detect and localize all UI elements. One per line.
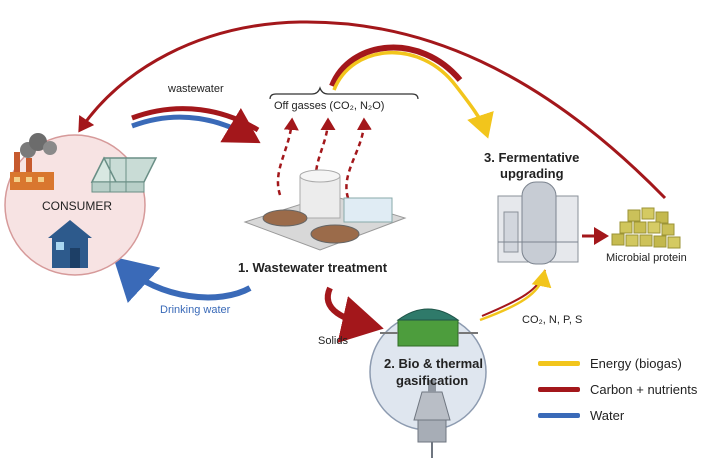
- recycle-arc-arrow: [78, 20, 667, 200]
- treatment-plant-icon: [243, 169, 407, 251]
- legend-swatch-energy: [538, 360, 580, 366]
- consumer-label: CONSUMER: [42, 199, 113, 213]
- wastewater-arrow-water: [131, 107, 261, 144]
- legend-swatch-carbon: [538, 386, 580, 392]
- solids-arrow: [324, 286, 384, 343]
- factory-icon: [10, 133, 57, 190]
- gasification-title-line1: 2. Bio & thermal: [384, 356, 483, 371]
- wastewater-label: wastewater: [168, 83, 224, 95]
- greenhouse-icon: [90, 156, 158, 193]
- energy-arrow-top-red: [329, 44, 463, 88]
- legend: Energy (biogas) Carbon + nutrients Water: [538, 350, 697, 428]
- drinking-water-arrow: [113, 256, 252, 303]
- legend-label-water: Water: [590, 407, 625, 423]
- gasification-title-line2: gasification: [396, 373, 469, 388]
- energy-arrow-top: [332, 51, 494, 139]
- co2-nps-label: CO₂, N, P, S: [522, 314, 583, 326]
- gasifier-icon: [413, 380, 451, 458]
- off-gas-arrow-3: [345, 117, 372, 199]
- wastewater-treatment-title: 1. Wastewater treatment: [238, 260, 388, 275]
- off-gas-arrow-1: [276, 117, 299, 196]
- off-gasses-label: Off gasses (CO₂, N₂O): [274, 100, 385, 112]
- legend-label-energy: Energy (biogas): [590, 355, 682, 371]
- house-icon: [48, 220, 92, 268]
- legend-item-water: Water: [538, 402, 697, 428]
- legend-label-carbon: Carbon + nutrients: [590, 381, 698, 397]
- protein-pile-icon: [611, 207, 681, 249]
- legend-item-carbon: Carbon + nutrients: [538, 376, 697, 402]
- legend-item-energy: Energy (biogas): [538, 350, 697, 376]
- fermentative-title-line1: 3. Fermentative: [484, 150, 580, 165]
- solids-label: Solids: [318, 335, 348, 347]
- legend-swatch-water: [538, 412, 580, 418]
- digester-icon: [380, 308, 478, 347]
- fermentative-title-line2: upgrading: [500, 166, 564, 181]
- microbial-protein-label: Microbial protein: [606, 252, 687, 264]
- off-gas-brace: [269, 86, 419, 100]
- gasification-to-fermentation-arrow: [479, 269, 552, 322]
- gasification-to-fermentation-red: [481, 269, 546, 317]
- drinking-water-label: Drinking water: [160, 304, 231, 316]
- fermenter-icon: [497, 181, 579, 265]
